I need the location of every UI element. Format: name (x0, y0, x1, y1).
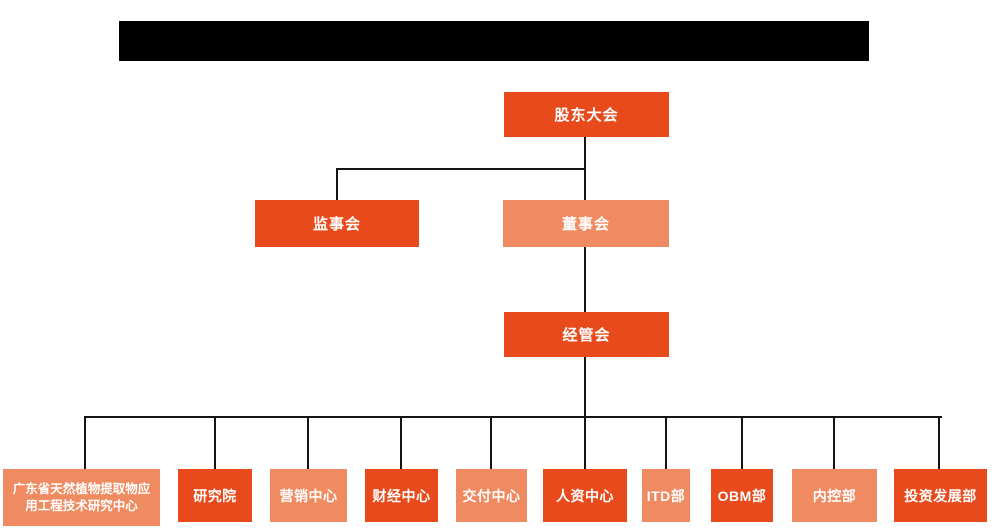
org-node-marketing-center: 营销中心 (270, 469, 347, 522)
org-node-investment-development-dept: 投资发展部 (894, 469, 987, 522)
connector-branch-horizontal (336, 168, 586, 170)
connector-drop-delivery-center (490, 416, 492, 470)
connector-drop-research-institute (214, 416, 216, 470)
connector-drop-investment-development-dept (938, 416, 940, 470)
org-node-hr-center: 人资中心 (543, 469, 627, 522)
org-node-supervisory-board: 监事会 (255, 200, 419, 247)
org-node-finance-center: 财经中心 (365, 469, 438, 522)
org-node-management-committee: 经管会 (504, 312, 669, 357)
connector-drop-internal-control-dept (833, 416, 835, 470)
connector-management-bus (584, 357, 586, 417)
org-node-itd-dept: ITD部 (642, 469, 690, 522)
connector-directors-management (584, 247, 586, 312)
org-node-research-center: 广东省天然植物提取物应用工程技术研究中心 (3, 469, 160, 526)
org-node-board-of-directors: 董事会 (503, 200, 669, 247)
connector-drop-research-center (84, 416, 86, 470)
connector-drop-marketing-center (307, 416, 309, 470)
org-node-obm-dept: OBM部 (711, 469, 773, 522)
redacted-title-bar (119, 21, 869, 61)
org-node-delivery-center: 交付中心 (456, 469, 527, 522)
connector-drop-itd-dept (665, 416, 667, 470)
connector-department-bus (84, 416, 942, 418)
org-node-shareholders-meeting: 股东大会 (504, 92, 669, 137)
connector-drop-hr-center (584, 416, 586, 470)
connector-supervisory-drop (336, 168, 338, 200)
org-node-internal-control-dept: 内控部 (792, 469, 877, 522)
connector-drop-finance-center (400, 416, 402, 470)
connector-drop-obm-dept (741, 416, 743, 470)
org-node-research-institute: 研究院 (178, 469, 252, 522)
